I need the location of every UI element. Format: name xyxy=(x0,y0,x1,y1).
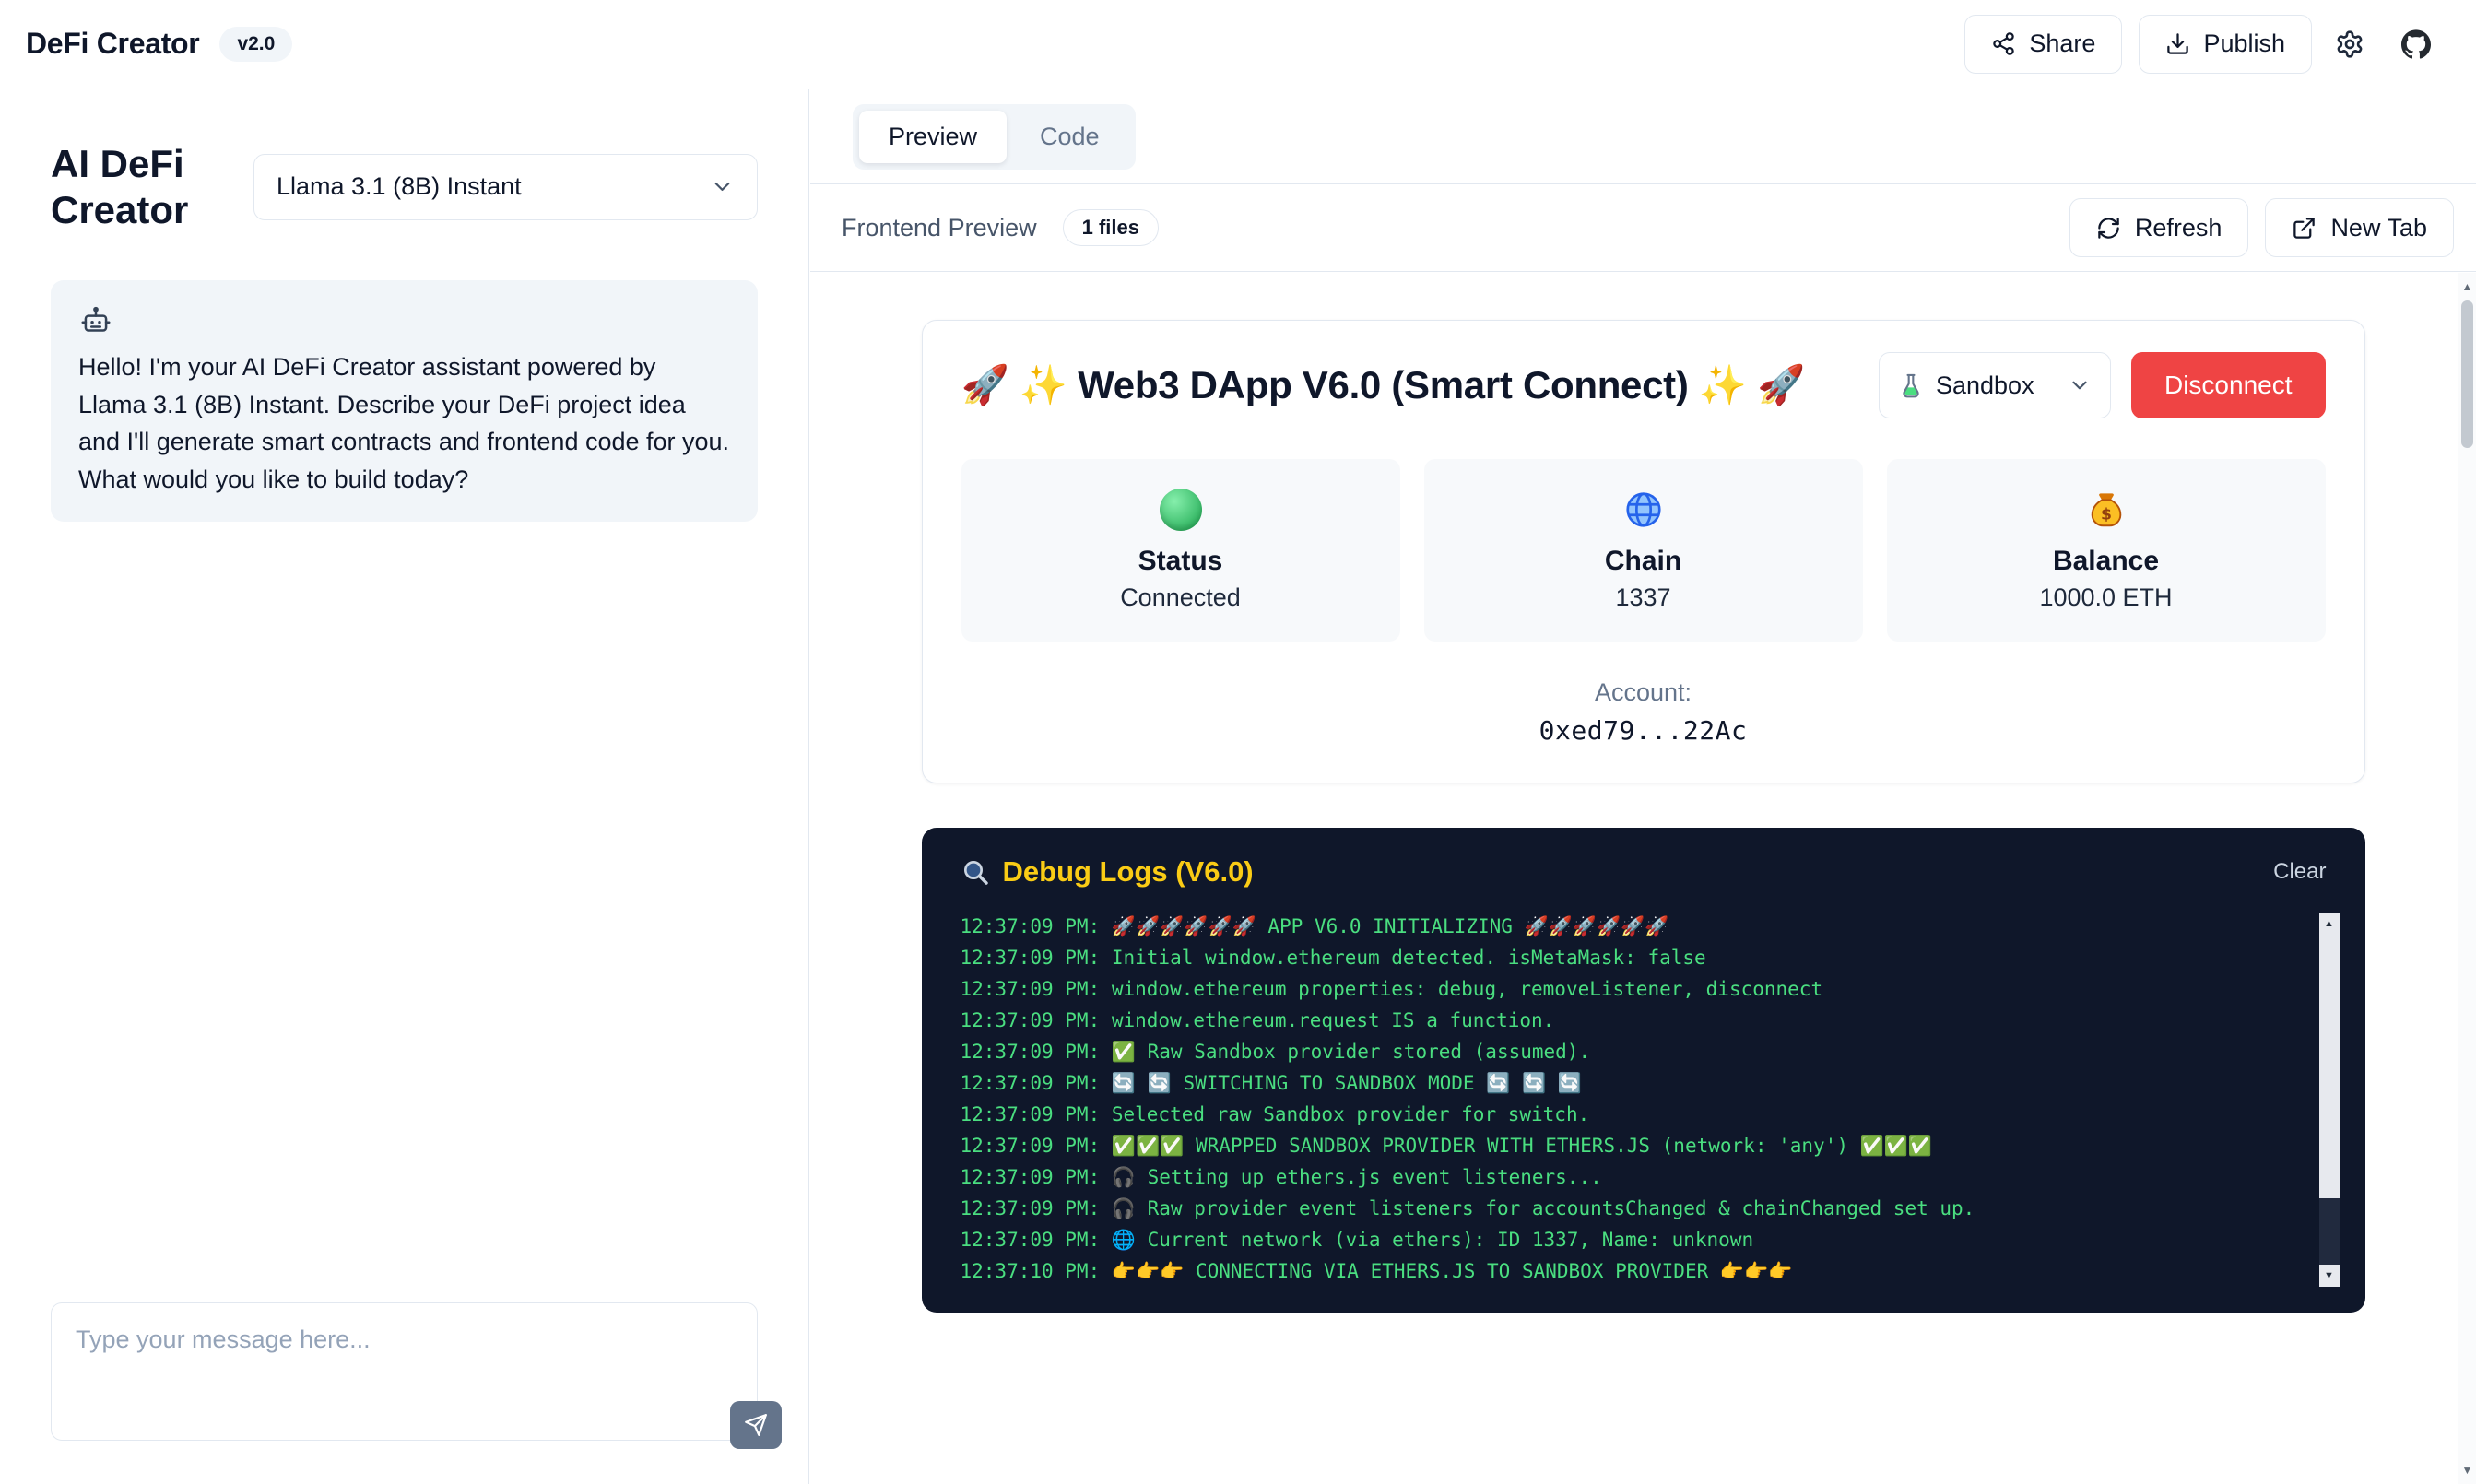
chevron-down-icon xyxy=(710,174,735,199)
tabs-row: Preview Code xyxy=(810,89,2476,184)
message-composer xyxy=(51,1302,782,1449)
debug-title-text: Debug Logs (V6.0) xyxy=(1002,855,1254,888)
scroll-down-arrow[interactable]: ▼ xyxy=(2461,1464,2473,1477)
log-scroll-up-arrow[interactable]: ▲ xyxy=(2318,913,2340,935)
debug-log-output: 12:37:09 PM: 🚀🚀🚀🚀🚀🚀 APP V6.0 INITIALIZIN… xyxy=(961,911,2327,1287)
svg-text:$: $ xyxy=(2100,506,2111,524)
log-line: 12:37:09 PM: window.ethereum.request IS … xyxy=(960,1009,1555,1031)
share-button-label: Share xyxy=(2029,29,2096,57)
gear-icon xyxy=(2335,29,2364,59)
sidebar-title: AI DeFi Creator xyxy=(51,142,189,231)
publish-button[interactable]: Publish xyxy=(2139,14,2312,74)
log-scrollbar[interactable]: ▲ ▼ xyxy=(2318,913,2340,1287)
new-tab-button[interactable]: New Tab xyxy=(2265,198,2454,257)
log-line: 12:37:09 PM: ✅ Raw Sandbox provider stor… xyxy=(960,1041,1591,1063)
send-icon xyxy=(744,1413,768,1437)
publish-button-label: Publish xyxy=(2203,29,2285,57)
assistant-message: Hello! I'm your AI DeFi Creator assistan… xyxy=(51,280,758,523)
message-input[interactable] xyxy=(51,1302,758,1441)
green-circle-icon xyxy=(1159,489,1202,531)
external-link-icon xyxy=(2292,216,2317,241)
log-line: 12:37:09 PM: ✅✅✅ WRAPPED SANDBOX PROVIDE… xyxy=(960,1135,1933,1157)
network-select-value: Sandbox xyxy=(1935,371,2034,399)
share-button[interactable]: Share xyxy=(1964,14,2123,74)
chain-value: 1337 xyxy=(1615,583,1671,611)
status-stat: Status Connected xyxy=(961,459,1400,642)
status-label: Status xyxy=(1138,546,1223,576)
log-line: 12:37:09 PM: 🎧 Setting up ethers.js even… xyxy=(960,1166,1602,1188)
preview-content: 🚀 ✨ Web3 DApp V6.0 (Smart Connect) ✨ 🚀 xyxy=(810,273,2476,1484)
balance-value: 1000.0 ETH xyxy=(2039,583,2173,611)
assistant-message-text: Hello! I'm your AI DeFi Creator assistan… xyxy=(78,353,730,493)
log-line: 12:37:09 PM: Initial window.ethereum det… xyxy=(960,947,1706,969)
balance-stat: $ Balance 1000.0 ETH xyxy=(1886,459,2326,642)
settings-button[interactable] xyxy=(2321,16,2378,73)
clear-logs-button[interactable]: Clear xyxy=(2273,859,2327,884)
scroll-up-arrow[interactable]: ▲ xyxy=(2461,280,2473,293)
github-icon xyxy=(2401,29,2431,59)
magnifier-icon xyxy=(961,857,990,887)
files-count-badge: 1 files xyxy=(1062,209,1159,246)
frontend-preview-title: Frontend Preview xyxy=(842,213,1037,241)
chain-stat: Chain 1337 xyxy=(1423,459,1863,642)
model-select[interactable]: Llama 3.1 (8B) Instant xyxy=(253,153,758,220)
chain-label: Chain xyxy=(1604,546,1682,576)
dapp-card: 🚀 ✨ Web3 DApp V6.0 (Smart Connect) ✨ 🚀 xyxy=(921,320,2365,783)
refresh-button[interactable]: Refresh xyxy=(2069,198,2249,257)
debug-logs-title: Debug Logs (V6.0) xyxy=(961,855,1254,889)
log-line: 12:37:09 PM: window.ethereum properties:… xyxy=(960,978,1823,1000)
app-header: DeFi Creator v2.0 Share Publish xyxy=(0,0,2476,88)
disconnect-button[interactable]: Disconnect xyxy=(2130,352,2326,418)
test-tube-icon xyxy=(1898,372,1924,398)
tab-code[interactable]: Code xyxy=(1040,122,1100,150)
preview-panel: Preview Code Frontend Preview 1 files Re… xyxy=(810,89,2476,1484)
new-tab-button-label: New Tab xyxy=(2330,213,2427,241)
stats-row: Status Connected Chain 1337 xyxy=(961,459,2326,642)
dapp-title: 🚀 ✨ Web3 DApp V6.0 (Smart Connect) ✨ 🚀 xyxy=(961,362,1806,406)
account-section: Account: 0xed79...22Ac xyxy=(961,678,2326,746)
refresh-button-label: Refresh xyxy=(2134,213,2223,241)
log-line: 12:37:10 PM: 👉👉👉 CONNECTING VIA ETHERS.J… xyxy=(960,1260,1793,1282)
log-line: 12:37:09 PM: 🎧 Raw provider event listen… xyxy=(960,1197,1975,1219)
log-line: 12:37:09 PM: 🌐 Current network (via ethe… xyxy=(960,1229,1754,1251)
network-select[interactable]: Sandbox xyxy=(1878,352,2111,418)
preview-toolbar: Frontend Preview 1 files Refresh New Tab xyxy=(810,184,2476,272)
log-scroll-down-arrow[interactable]: ▼ xyxy=(2318,1265,2340,1287)
app-title: DeFi Creator xyxy=(26,27,200,60)
status-value: Connected xyxy=(1120,583,1241,611)
balance-label: Balance xyxy=(2052,546,2160,576)
version-badge: v2.0 xyxy=(219,26,293,62)
model-select-value: Llama 3.1 (8B) Instant xyxy=(277,172,522,201)
refresh-icon xyxy=(2096,216,2121,241)
log-line: 12:37:09 PM: 🚀🚀🚀🚀🚀🚀 APP V6.0 INITIALIZIN… xyxy=(960,915,1669,937)
log-line: 12:37:09 PM: 🔄 🔄 SWITCHING TO SANDBOX MO… xyxy=(960,1072,1582,1094)
account-label: Account: xyxy=(1594,678,1692,706)
github-button[interactable] xyxy=(2388,16,2445,73)
chevron-down-icon xyxy=(2068,373,2092,397)
view-tabs: Preview Code xyxy=(853,103,1136,170)
share-icon xyxy=(1991,31,2016,56)
chat-sidebar: AI DeFi Creator Llama 3.1 (8B) Instant H… xyxy=(0,89,809,1484)
account-address: 0xed79...22Ac xyxy=(1539,715,1748,746)
tab-preview[interactable]: Preview xyxy=(859,110,1008,163)
log-line: 12:37:09 PM: Selected raw Sandbox provid… xyxy=(960,1103,1590,1125)
log-scrollbar-thumb[interactable] xyxy=(2318,935,2340,1198)
preview-scrollbar-thumb[interactable] xyxy=(2461,300,2473,448)
download-icon xyxy=(2165,31,2190,56)
robot-icon xyxy=(78,304,730,339)
globe-icon xyxy=(1622,489,1665,531)
debug-logs-card: Debug Logs (V6.0) Clear 12:37:09 PM: 🚀🚀🚀… xyxy=(921,828,2365,1313)
send-button[interactable] xyxy=(730,1401,782,1449)
preview-scrollbar[interactable]: ▲ ▼ xyxy=(2458,273,2476,1484)
money-bag-icon: $ xyxy=(2085,489,2128,531)
